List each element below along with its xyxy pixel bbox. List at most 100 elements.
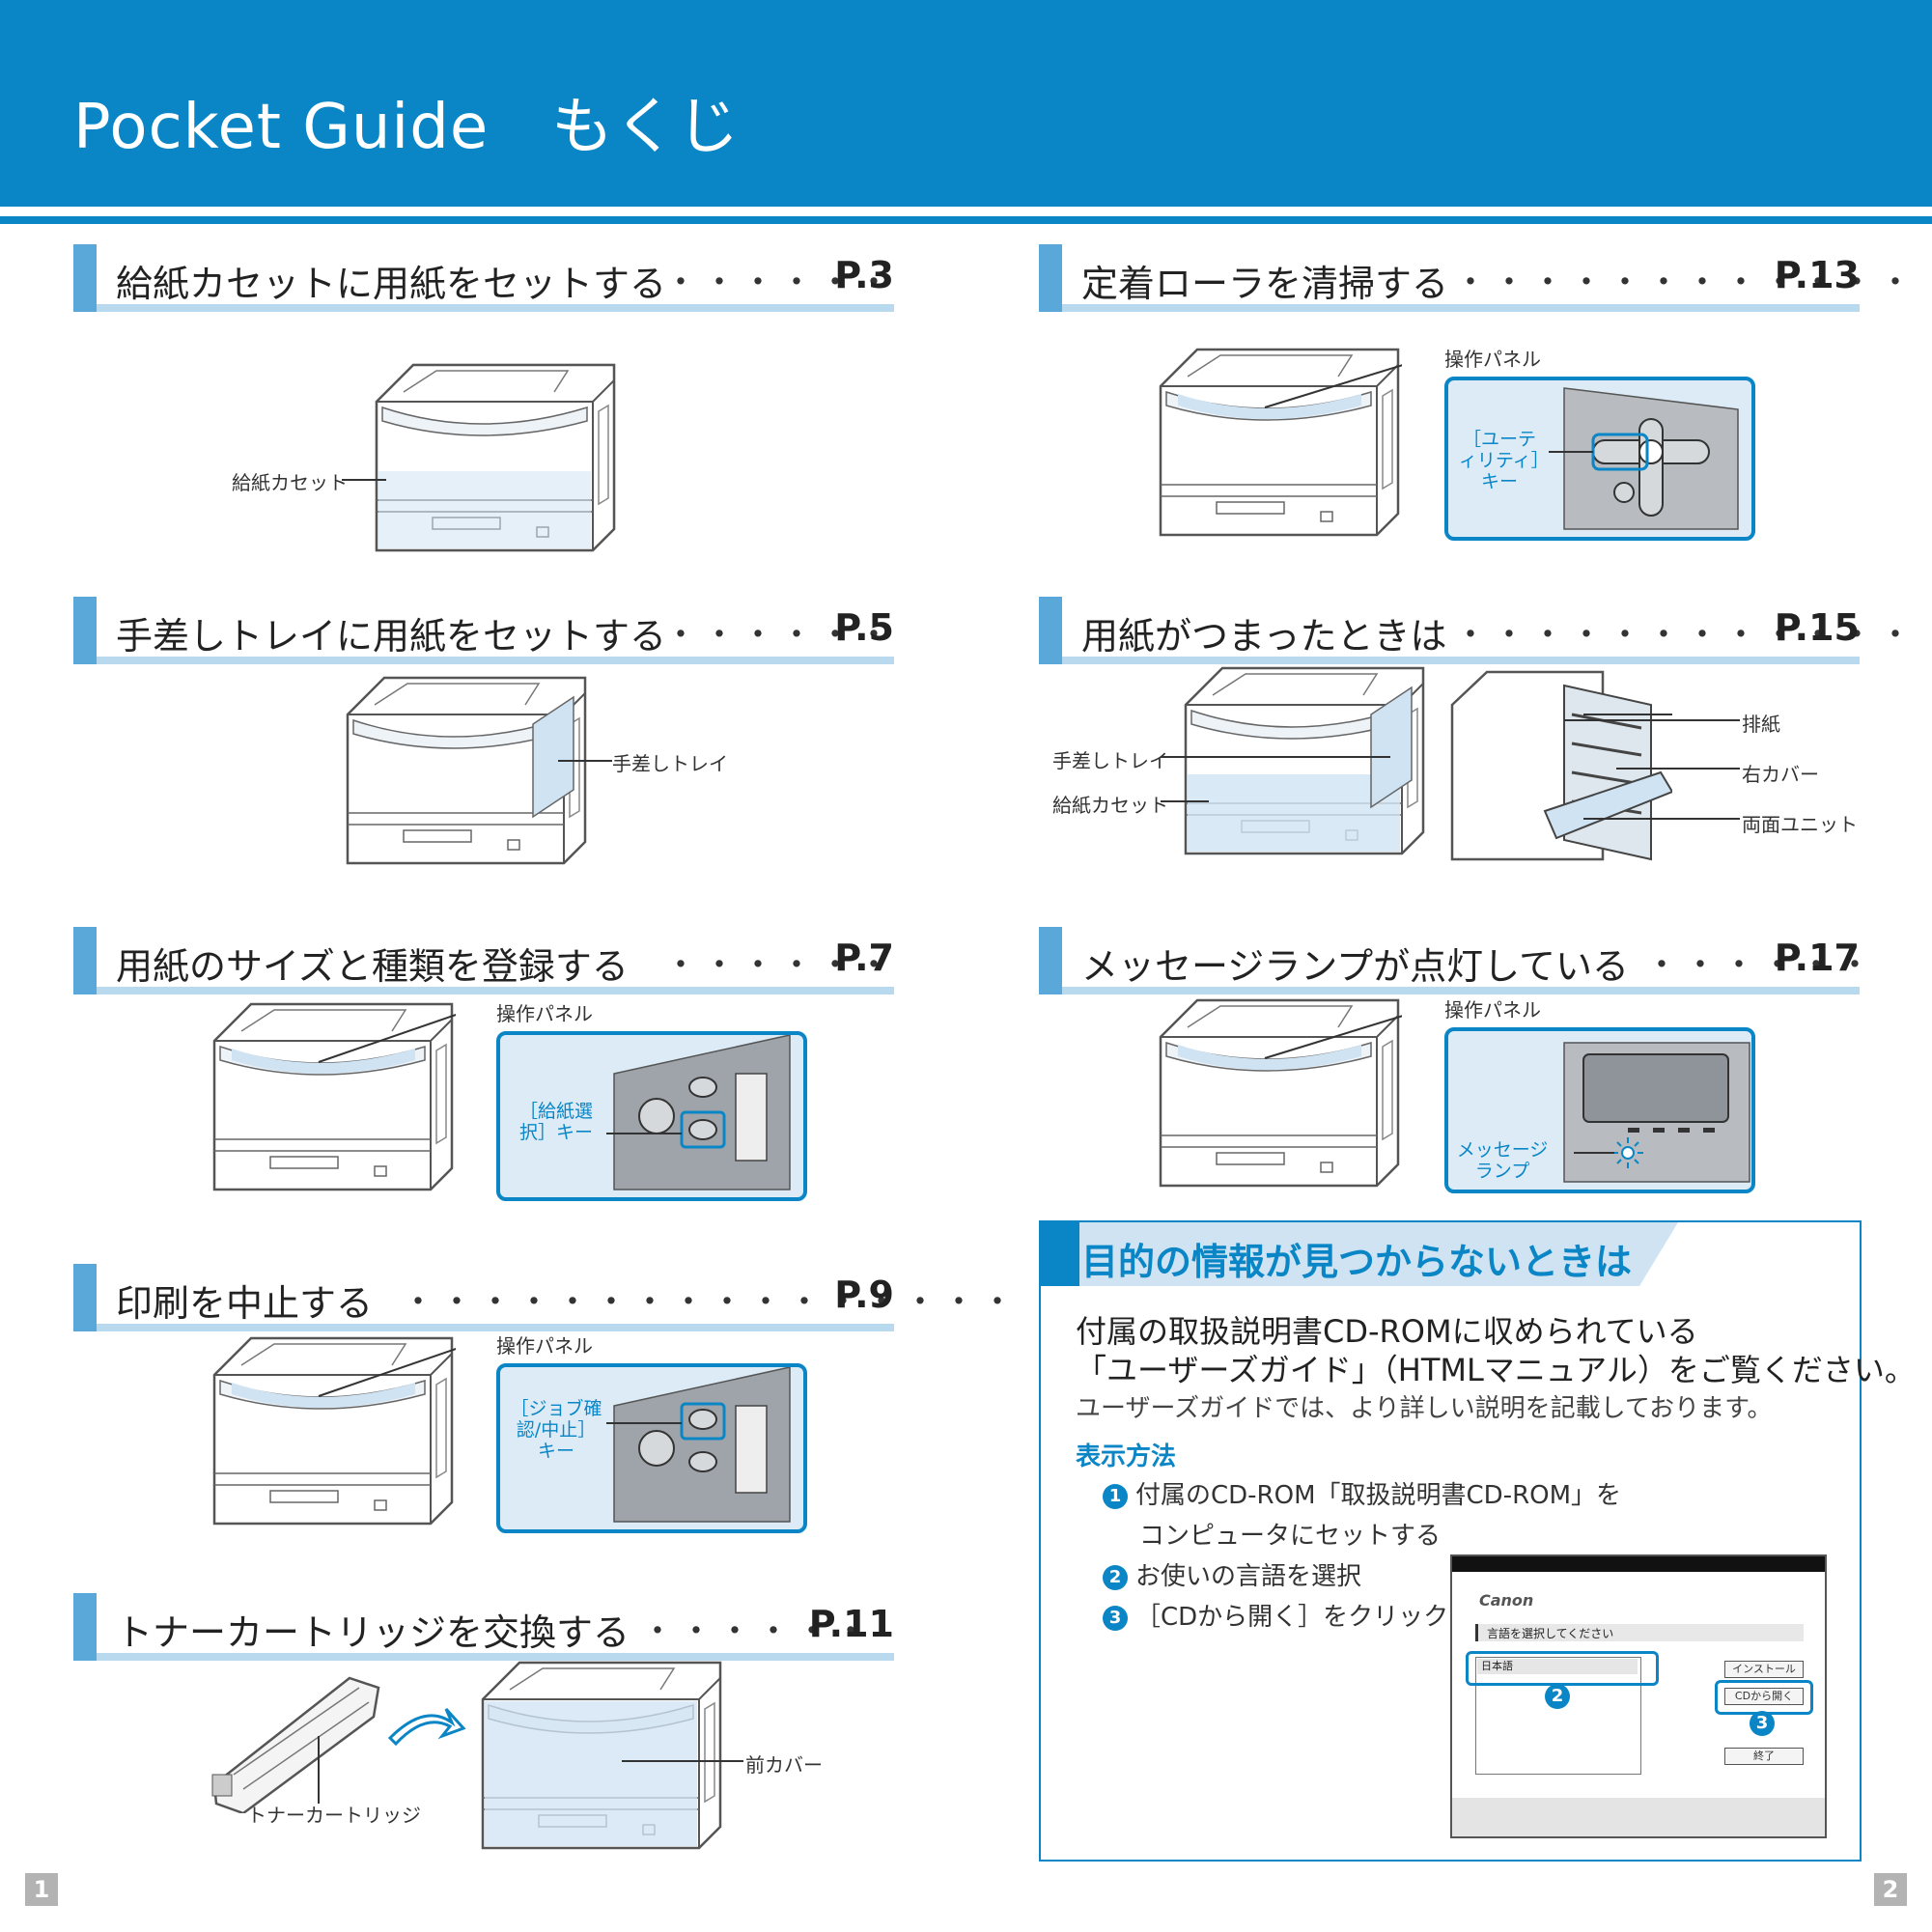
leader-lines <box>1564 719 1740 820</box>
label-cassette: 給紙カセット <box>1052 794 1168 817</box>
section-manual-tray: 手差しトレイに用紙をセットする ・・・・・・ P.5 <box>73 597 894 664</box>
section-page[interactable]: P.11 <box>808 1603 894 1645</box>
page-number-left: 1 <box>25 1873 58 1906</box>
leader-line <box>1161 756 1390 758</box>
label-op-panel: 操作パネル <box>1444 348 1541 371</box>
printer-front-cover-illustration <box>481 1661 722 1850</box>
label-paper-select-key: ［給紙選択］キー <box>518 1101 593 1143</box>
arrow-icon <box>387 1707 466 1747</box>
language-option[interactable]: 日本語 <box>1477 1659 1638 1674</box>
label-right-cover: 右カバー <box>1742 763 1819 786</box>
step-number-2: 2 <box>1103 1564 1128 1590</box>
section-page[interactable]: P.15 <box>1774 606 1860 649</box>
leader-line <box>622 1760 743 1762</box>
label-manual-tray: 手差しトレイ <box>1052 749 1168 772</box>
label-duplex-unit: 両面ユニット <box>1742 813 1858 836</box>
highlight-open-cd <box>1715 1680 1813 1715</box>
section-title: 印刷を中止する <box>116 1282 374 1325</box>
step-number-3: 3 <box>1103 1605 1128 1631</box>
info-line-2: 「ユーザーズガイド」（HTMLマニュアル）をご覧ください。 <box>1076 1352 1916 1388</box>
header-rule <box>0 216 1932 224</box>
section-dots: ・・・・・・ <box>664 264 896 302</box>
info-title: 目的の情報が見つからないときは <box>1081 1241 1633 1283</box>
section-page[interactable]: P.7 <box>834 937 894 979</box>
step-marker-3: 3 <box>1750 1711 1775 1736</box>
section-fixing-roller: 定着ローラを清掃する ・・・・・・・・・・・・ P.13 <box>1039 244 1912 312</box>
section-dots: ・・・・・・・・・・・・ <box>1454 264 1918 302</box>
section-dots: ・・・・・・ <box>664 616 896 655</box>
label-cassette: 給紙カセット <box>232 471 348 494</box>
leader-line <box>1161 800 1209 802</box>
section-dots: ・・・・・・ <box>1645 946 1877 985</box>
printer-jam-illustration <box>1184 666 1425 855</box>
page-number-right: 2 <box>1874 1873 1907 1906</box>
step-marker-2: 2 <box>1545 1684 1570 1709</box>
info-title-banner <box>1041 1222 1678 1286</box>
section-toner: トナーカートリッジを交換する ・・・・・・ P.11 <box>73 1593 894 1661</box>
panel-callout-utility <box>1444 377 1755 541</box>
label-job-cancel-key: ［ジョブ確認/中止］キー <box>510 1398 602 1462</box>
step-1-cont: コンピュータにセットする <box>1139 1522 1442 1551</box>
label-utility-key: ［ユーティリティ］キー <box>1458 429 1541 492</box>
section-title: 定着ローラを清掃する <box>1081 263 1449 305</box>
info-line-1: 付属の取扱説明書CD-ROMに収められている <box>1076 1313 1698 1350</box>
label-front-cover: 前カバー <box>745 1753 823 1777</box>
section-message-lamp: メッセージランプが点灯している ・・・・・・ P.17 <box>1039 927 1871 994</box>
header-band <box>0 0 1932 207</box>
label-output: 排紙 <box>1742 713 1780 736</box>
section-title: 給紙カセットに用紙をセットする <box>116 263 667 305</box>
section-page[interactable]: P.3 <box>834 254 894 296</box>
language-prompt: 言語を選択してください <box>1487 1627 1614 1640</box>
section-title: 用紙がつまったときは <box>1081 615 1447 658</box>
section-page[interactable]: P.9 <box>834 1274 894 1316</box>
label-op-panel: 操作パネル <box>496 1334 593 1358</box>
section-paper-jam: 用紙がつまったときは ・・・・・・・・・・・・ P.15 <box>1039 597 1912 664</box>
leader-line <box>558 760 612 762</box>
panel-callout-message-lamp <box>1444 1027 1755 1193</box>
section-page[interactable]: P.5 <box>834 606 894 649</box>
printer-manual-tray-illustration <box>346 676 587 865</box>
panel-callout-paper-select <box>496 1031 807 1201</box>
section-register-paper: 用紙のサイズと種類を登録する ・・・・・・ P.7 <box>73 927 894 994</box>
printer-panel-illustration <box>212 1002 456 1191</box>
installer-screenshot: Canon 言語を選択してください 日本語 2 インストール CDから開く 3 … <box>1450 1554 1827 1838</box>
printer-cassette-illustration <box>375 363 616 552</box>
section-dots: ・・・・・・ <box>664 946 896 985</box>
label-message-lamp: メッセージランプ <box>1456 1139 1549 1182</box>
section-page[interactable]: P.17 <box>1774 937 1860 979</box>
brand-logo: Canon <box>1479 1591 1534 1610</box>
panel-callout-job-cancel <box>496 1363 807 1533</box>
section-dots: ・・・・・・ <box>641 1612 873 1651</box>
section-title: 用紙のサイズと種類を登録する <box>116 945 629 988</box>
section-cassette: 給紙カセットに用紙をセットする ・・・・・・ P.3 <box>73 244 894 312</box>
open-cd-button[interactable]: CDから開く <box>1724 1688 1804 1705</box>
leader-line <box>342 479 386 481</box>
step-number-1: 1 <box>1103 1483 1128 1509</box>
how-to-title: 表示方法 <box>1076 1442 1177 1471</box>
install-button[interactable]: インストール <box>1724 1661 1804 1678</box>
label-toner: トナーカートリッジ <box>247 1804 421 1827</box>
page-title: Pocket Guide もくじ <box>73 92 741 163</box>
section-title: 手差しトレイに用紙をセットする <box>116 615 667 658</box>
printer-open-illustration <box>1450 670 1672 861</box>
step-3: 3［CDから開く］をクリック <box>1103 1597 1448 1633</box>
printer-panel-illustration <box>1159 998 1402 1188</box>
label-op-panel: 操作パネル <box>1444 998 1541 1022</box>
section-dots: ・・・・・・・・・・・・・・・・ <box>402 1283 1020 1322</box>
label-manual-tray: 手差しトレイ <box>612 752 728 775</box>
printer-panel-illustration <box>1159 348 1402 537</box>
printer-panel-illustration <box>212 1336 456 1526</box>
section-dots: ・・・・・・・・・・・・ <box>1454 616 1918 655</box>
section-title: メッセージランプが点灯している <box>1081 945 1629 988</box>
section-cancel-print: 印刷を中止する ・・・・・・・・・・・・・・・・ P.9 <box>73 1264 1014 1331</box>
label-op-panel: 操作パネル <box>496 1002 593 1025</box>
highlight-language <box>1466 1651 1659 1686</box>
toner-cartridge-illustration <box>211 1676 380 1813</box>
info-line-3: ユーザーズガイドでは、より詳しい説明を記載しております。 <box>1076 1394 1773 1423</box>
section-title: トナーカートリッジを交換する <box>116 1611 630 1654</box>
section-page[interactable]: P.13 <box>1774 254 1860 296</box>
exit-button[interactable]: 終了 <box>1724 1748 1804 1765</box>
language-list[interactable] <box>1475 1657 1641 1775</box>
